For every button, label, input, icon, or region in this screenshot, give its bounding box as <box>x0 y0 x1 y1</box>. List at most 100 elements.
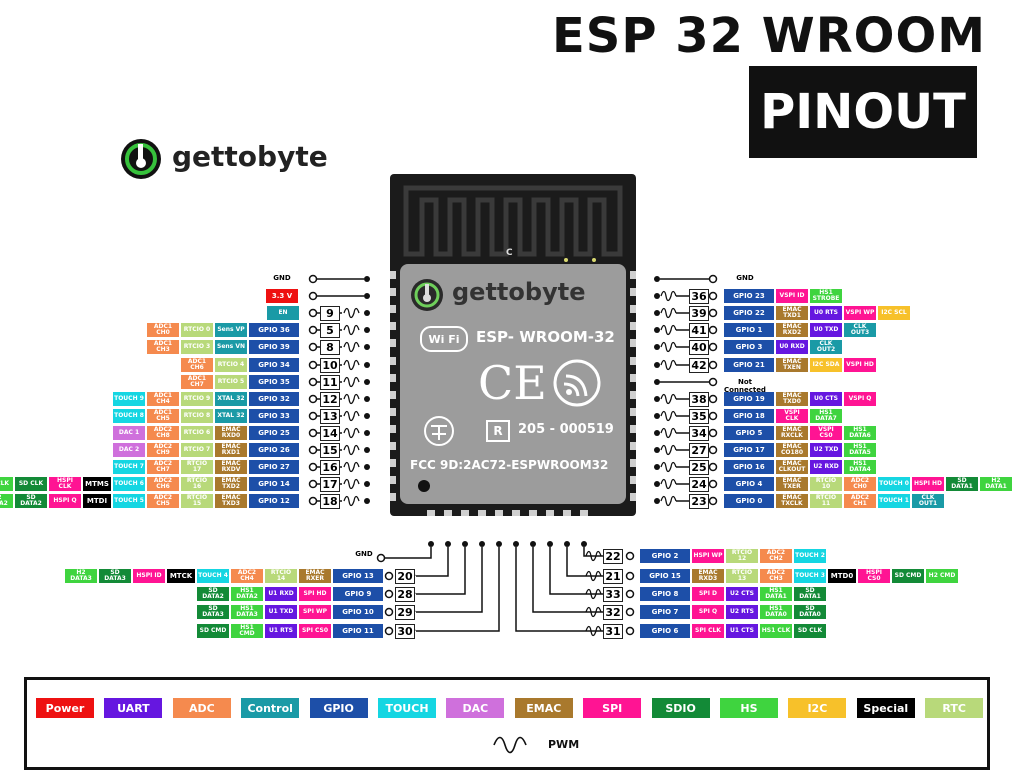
pin-number-left-16: 16 <box>320 460 340 475</box>
cert-number: 205 - 000519 <box>518 422 614 437</box>
pin-label-touch-touch-6: TOUCH 6 <box>113 477 145 491</box>
pin-label-control-clk-out1: CLK OUT1 <box>912 494 944 508</box>
bottom-pad-dot-7 <box>547 541 553 547</box>
module-pad-left-12 <box>390 476 396 485</box>
pin-left-2-pwm-wave <box>343 307 360 319</box>
pin-label-emac-emac-txer: EMAC TXER <box>776 477 808 491</box>
pin-label-rtc-rtcio-11: RTCIO 11 <box>810 494 842 508</box>
pin-right-7-end-dot <box>708 394 718 404</box>
module-pad-left-8 <box>390 407 396 416</box>
pin-label-gpio-gpio-27: GPIO 27 <box>249 460 299 474</box>
pin-label-dac-dac-1: DAC 1 <box>113 426 145 440</box>
pin-label-rtc-rtcio-16: RTCIO 16 <box>181 477 213 491</box>
brand-logo-text: gettobyte <box>172 140 328 173</box>
pin-bottom-right-4-wire <box>515 547 603 632</box>
pin-number-right-25: 25 <box>689 460 709 475</box>
pin-label-sdio-sd-data1: SD DATA1 <box>794 587 826 601</box>
pin-label-hs-h2-clk: H2 CLK <box>0 477 13 491</box>
pin-left-10-end-dot <box>308 445 318 455</box>
pin-label-sdio-sd-data3: SD DATA3 <box>99 569 131 583</box>
module-pad-right-10 <box>630 442 636 450</box>
pin-bottom-left-3-wire <box>416 547 483 613</box>
legend-item-spi: SPI <box>583 698 642 718</box>
pin-bottom-gnd-end-dot <box>376 553 386 563</box>
pin-left-7-pwm-wave <box>343 393 360 405</box>
pin-label-emac-emac-rxd0: EMAC RXD0 <box>215 426 247 440</box>
pin-bottom-left-1-end-dot <box>384 571 394 581</box>
pin-label-spi-vspi-wp: VSPI WP <box>844 306 876 320</box>
pin-label-gpio-gpio-13: GPIO 13 <box>333 569 383 583</box>
module-pad-right-1 <box>630 288 636 297</box>
pin-label-gpio-gpio-6: GPIO 6 <box>640 624 690 638</box>
r-mark: R <box>486 420 510 442</box>
pin-number-bottom-31: 31 <box>603 624 623 639</box>
pin-label-gpio-gpio-18: GPIO 18 <box>724 409 774 423</box>
pin-label-adc-adc2-ch2: ADC2 CH2 <box>760 549 792 563</box>
pin-label-hs-hs1-data1: HS1 DATA1 <box>760 587 792 601</box>
pin-label-touch-touch-9: TOUCH 9 <box>113 392 145 406</box>
pin-label-rtc-rtcio-5: RTCIO 5 <box>215 375 247 389</box>
pin-left-0-end-dot <box>308 274 318 284</box>
pin-label-emac-emac-co180: EMAC CO180 <box>776 443 808 457</box>
pin-label-touch-touch-0: TOUCH 0 <box>878 477 910 491</box>
pin-label-rtc-rtcio-0: RTCIO 0 <box>181 323 213 337</box>
pin-label-gnd-right: GND <box>736 274 754 282</box>
pin-number-right-38: 38 <box>689 392 709 407</box>
pin-label-control-en: EN <box>267 306 299 320</box>
pin-label-spi-vspi-hd: VSPI HD <box>844 358 876 372</box>
pin-number-bottom-28: 28 <box>395 587 415 602</box>
pin-label-rtc-rtcio-7: RTCIO 7 <box>181 443 213 457</box>
pin-bottom-gnd-wire <box>384 547 432 559</box>
pin-left-8-pad-dot <box>364 413 370 419</box>
pin-label-gpio-gpio-8: GPIO 8 <box>640 587 690 601</box>
pin-left-11-end-dot <box>308 462 318 472</box>
pin-right-12-pad-dot <box>654 481 660 487</box>
pin-label-i2c-i2c-scl: I2C SCL <box>878 306 910 320</box>
pin-left-9-pad-dot <box>364 430 370 436</box>
pin-label-spi-hspi-hd: HSPI HD <box>912 477 944 491</box>
pin-label-adc-adc2-ch3: ADC2 CH3 <box>760 569 792 583</box>
pin-label-uart-u0-rxd: U0 RXD <box>776 340 808 354</box>
pin-label-hs-hs1-data5: HS1 DATA5 <box>844 443 876 457</box>
pin-label-hs-hs1-data4: HS1 DATA4 <box>844 460 876 474</box>
pin-label-gpio-gpio-36: GPIO 36 <box>249 323 299 337</box>
pin-label-spi-hspi-q: HSPI Q <box>49 494 81 508</box>
pin-left-8-end-dot <box>308 411 318 421</box>
legend-item-gpio: GPIO <box>309 698 368 718</box>
pin-label-emac-emac-txd1: EMAC TXD1 <box>776 306 808 320</box>
module-pad-left-10 <box>390 442 396 450</box>
pin-bottom-right-0-pwm-wave <box>585 550 602 562</box>
pin-right-7-pwm-wave <box>660 393 677 405</box>
pin-label-spi-hspi-wp: HSPI WP <box>692 549 724 563</box>
pin-label-gpio-gpio-1: GPIO 1 <box>724 323 774 337</box>
pin-left-4-end-dot <box>308 342 318 352</box>
pin-number-bottom-32: 32 <box>603 605 623 620</box>
pin-label-emac-emac-txen: EMAC TXEN <box>776 358 808 372</box>
legend-item-adc: ADC <box>172 698 231 718</box>
pin-bottom-right-0-end-dot <box>625 551 635 561</box>
pin-label-spi-spi-wp: SPI WP <box>299 605 331 619</box>
pin-label-gpio-gpio-14: GPIO 14 <box>249 477 299 491</box>
pin-left-6-pad-dot <box>364 379 370 385</box>
legend-item-rtc: RTC <box>925 698 984 718</box>
pin-label-emac-emac-txd3: EMAC TXD3 <box>215 494 247 508</box>
pin-left-12-pad-dot <box>364 481 370 487</box>
pin-left-8-pwm-wave <box>343 410 360 422</box>
pin-number-right-36: 36 <box>689 289 709 304</box>
legend-item-dac: DAC <box>446 698 505 718</box>
pin-left-1-pad-dot <box>364 293 370 299</box>
pin-label-rtc-rtcio-13: RTCIO 13 <box>726 569 758 583</box>
pin-label-adc-adc1-ch6: ADC1 CH6 <box>181 358 213 372</box>
bottom-pad-dot-8 <box>564 541 570 547</box>
esp32-module: C gettobyte Wi Fi ESP- WROOM-32 CE <box>390 174 636 516</box>
pin-label-spi-spi-hd: SPI HD <box>299 587 331 601</box>
pin-right-2-end-dot <box>708 308 718 318</box>
pin-label-gpio-gpio-23: GPIO 23 <box>724 289 774 303</box>
pin-label-uart-u0-cts: U0 CTS <box>810 392 842 406</box>
pin-label-gpio-gpio-9: GPIO 9 <box>333 587 383 601</box>
pin-left-10-pwm-wave <box>343 444 360 456</box>
module-pad-right-7 <box>630 390 636 399</box>
module-pad-bottom-9 <box>580 510 588 516</box>
pin-right-5-end-dot <box>708 360 718 370</box>
